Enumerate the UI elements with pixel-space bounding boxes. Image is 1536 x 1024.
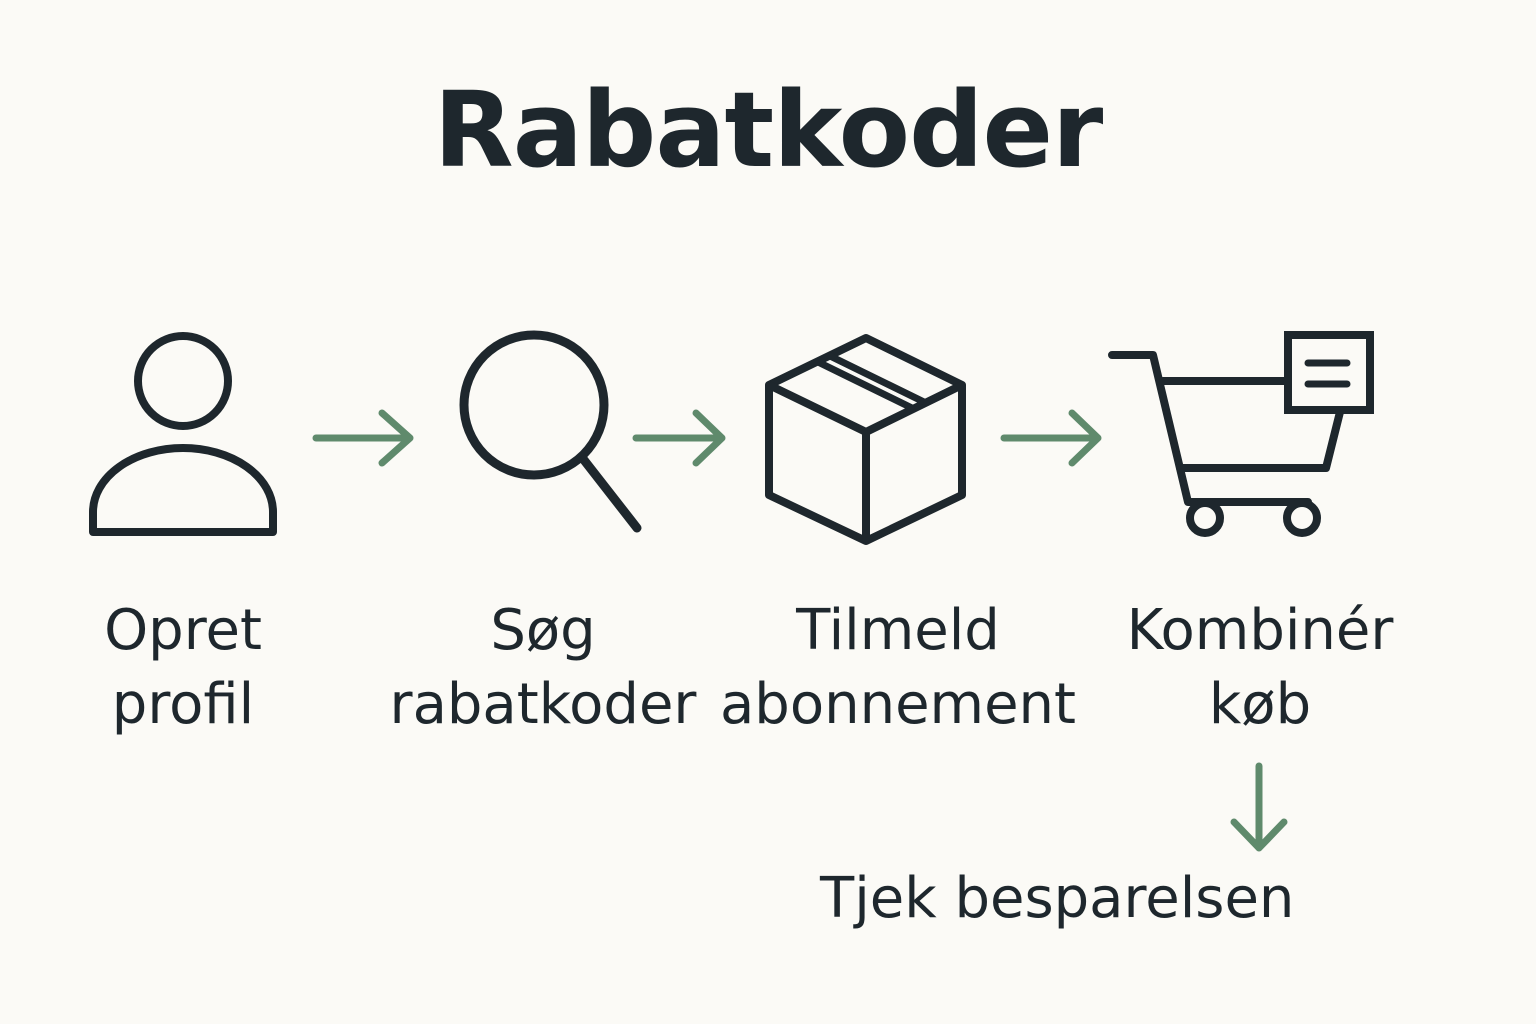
step-label-line: profil — [111, 672, 255, 737]
step-label-kombiner-koeb: Kombinér køb — [1110, 594, 1410, 742]
step-label-tilmeld-abonnement: Tilmeld abonnement — [712, 594, 1084, 742]
arrow-down-icon — [1228, 760, 1292, 856]
final-step-label: Tjek besparelsen — [820, 866, 1295, 931]
diagram-title: Rabatkoder — [433, 69, 1104, 191]
user-icon — [88, 332, 278, 538]
step-label-line: Opret — [104, 598, 262, 663]
step-label-line: Tilmeld — [796, 598, 1000, 663]
search-icon — [456, 330, 646, 536]
arrow-right-icon — [312, 409, 418, 467]
shopping-cart-icon — [1106, 326, 1378, 546]
step-label-line: Søg — [490, 598, 596, 663]
step-label-line: abonnement — [719, 672, 1076, 737]
step-label-line: Kombinér — [1126, 598, 1394, 663]
arrow-right-icon — [632, 409, 730, 467]
box-icon — [760, 332, 970, 546]
step-label-soeg-rabatkoder: Søg rabatkoder — [380, 594, 706, 742]
step-label-line: køb — [1208, 672, 1312, 737]
arrow-right-icon — [1000, 409, 1106, 467]
step-label-opret-profil: Opret profil — [43, 594, 323, 742]
step-label-line: rabatkoder — [389, 672, 697, 737]
